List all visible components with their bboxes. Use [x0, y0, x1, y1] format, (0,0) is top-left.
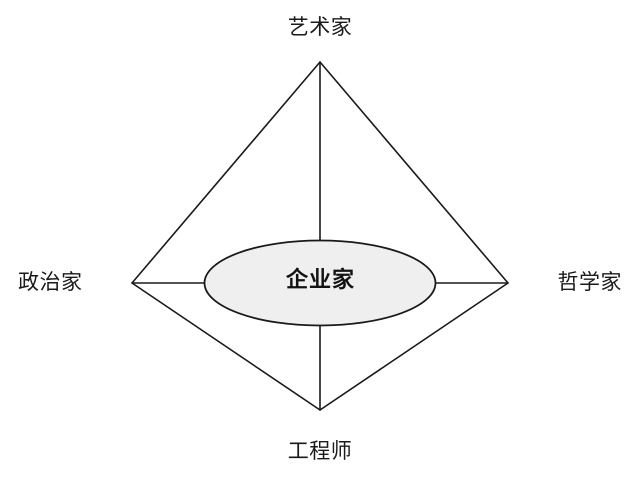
vertex-label-bottom: 工程师	[287, 439, 353, 463]
edge-top-left	[131, 61, 321, 284]
center-node-label: 企业家	[285, 268, 355, 293]
edge-right-bottom	[319, 282, 509, 411]
vertex-label-left: 政治家	[18, 270, 83, 294]
vertex-label-right: 哲学家	[557, 270, 622, 294]
center-ellipse	[203, 239, 437, 327]
kite-outline-group	[131, 61, 509, 411]
axis-group	[132, 62, 508, 410]
vertex-label-top: 艺术家	[287, 15, 353, 39]
edge-top-right	[319, 61, 509, 284]
edge-left-bottom	[131, 282, 321, 411]
